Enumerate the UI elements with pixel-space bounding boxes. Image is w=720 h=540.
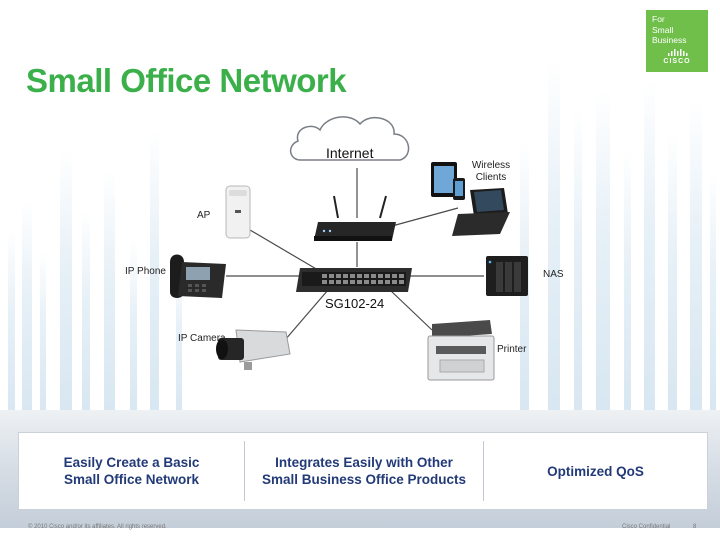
switch-label: SG102-24 <box>325 296 384 311</box>
page-number: 8 <box>693 524 696 530</box>
benefits-panel: Easily Create a Basic Small Office Netwo… <box>0 410 720 528</box>
link-ap-switch <box>250 230 318 270</box>
benefits-box: Easily Create a Basic Small Office Netwo… <box>18 432 708 510</box>
ip-phone-label: IP Phone <box>125 266 166 277</box>
benefit-line: Small Business Office Products <box>262 471 466 488</box>
benefit-item: Optimized QoS <box>484 433 707 509</box>
copyright-text: © 2010 Cisco and/or its affiliates. All … <box>28 524 167 530</box>
link-camera-switch <box>285 290 328 340</box>
router-icon <box>314 196 396 241</box>
internet-label: Internet <box>326 145 373 161</box>
network-diagram <box>0 0 720 410</box>
ip-camera-label: IP Camera <box>178 333 226 344</box>
link-router-wireless <box>392 208 458 226</box>
benefit-line: Small Office Network <box>64 471 200 488</box>
link-printer-switch <box>390 290 432 330</box>
wireless-clients-label: Wireless Clients <box>470 160 512 184</box>
ap-label: AP <box>197 210 210 221</box>
benefit-item: Integrates Easily with Other Small Busin… <box>245 433 483 509</box>
printer-icon <box>428 320 494 380</box>
benefit-item: Easily Create a Basic Small Office Netwo… <box>19 433 244 509</box>
benefit-line: Integrates Easily with Other <box>262 454 466 471</box>
nas-icon <box>486 256 528 296</box>
benefit-line: Easily Create a Basic <box>64 454 200 471</box>
switch-icon <box>296 268 412 292</box>
benefit-line: Optimized QoS <box>547 463 644 480</box>
nas-label: NAS <box>543 269 564 280</box>
ip-phone-icon <box>170 255 226 299</box>
ip-camera-icon <box>216 330 290 370</box>
printer-label: Printer <box>497 344 526 355</box>
access-point-icon <box>226 186 250 238</box>
confidential-text: Cisco Confidential <box>622 524 670 530</box>
